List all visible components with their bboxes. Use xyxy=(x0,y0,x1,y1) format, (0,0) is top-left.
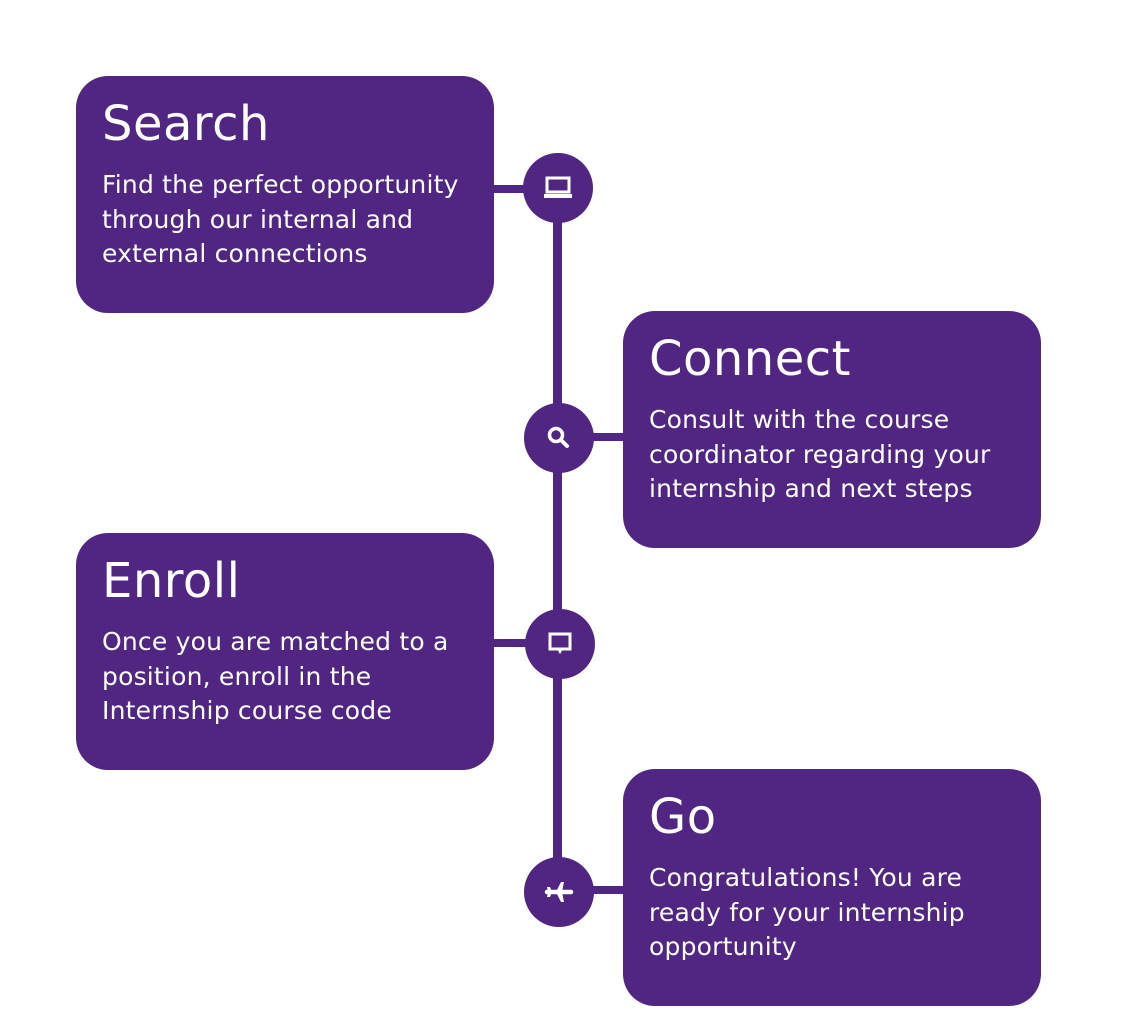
step-card-search: Search Find the perfect opportunity thro… xyxy=(76,76,494,313)
step-card-go: Go Congratulations! You are ready for yo… xyxy=(623,769,1041,1006)
connector-go xyxy=(580,886,625,894)
step-card-enroll: Enroll Once you are matched to a positio… xyxy=(76,533,494,770)
step-description: Once you are matched to a position, enro… xyxy=(102,627,449,725)
connector-connect xyxy=(580,433,625,441)
step-node-connect xyxy=(524,403,594,473)
step-node-go xyxy=(524,857,594,927)
connector-search xyxy=(494,185,534,193)
step-node-enroll xyxy=(525,609,595,679)
step-title: Search xyxy=(102,96,270,152)
search-icon xyxy=(546,425,572,451)
chat-bubble-icon xyxy=(547,631,573,657)
timeline-line xyxy=(553,188,562,893)
step-description: Congratulations! You are ready for your … xyxy=(649,863,965,961)
step-title: Enroll xyxy=(102,553,241,609)
step-description: Consult with the course coordinator rega… xyxy=(649,405,991,503)
connector-enroll xyxy=(494,639,534,647)
step-description: Find the perfect opportunity through our… xyxy=(102,170,459,268)
step-title: Go xyxy=(649,789,717,845)
step-card-connect: Connect Consult with the course coordina… xyxy=(623,311,1041,548)
airplane-icon xyxy=(544,879,574,905)
step-node-search xyxy=(523,153,593,223)
step-title: Connect xyxy=(649,331,851,387)
laptop-icon xyxy=(542,176,574,200)
